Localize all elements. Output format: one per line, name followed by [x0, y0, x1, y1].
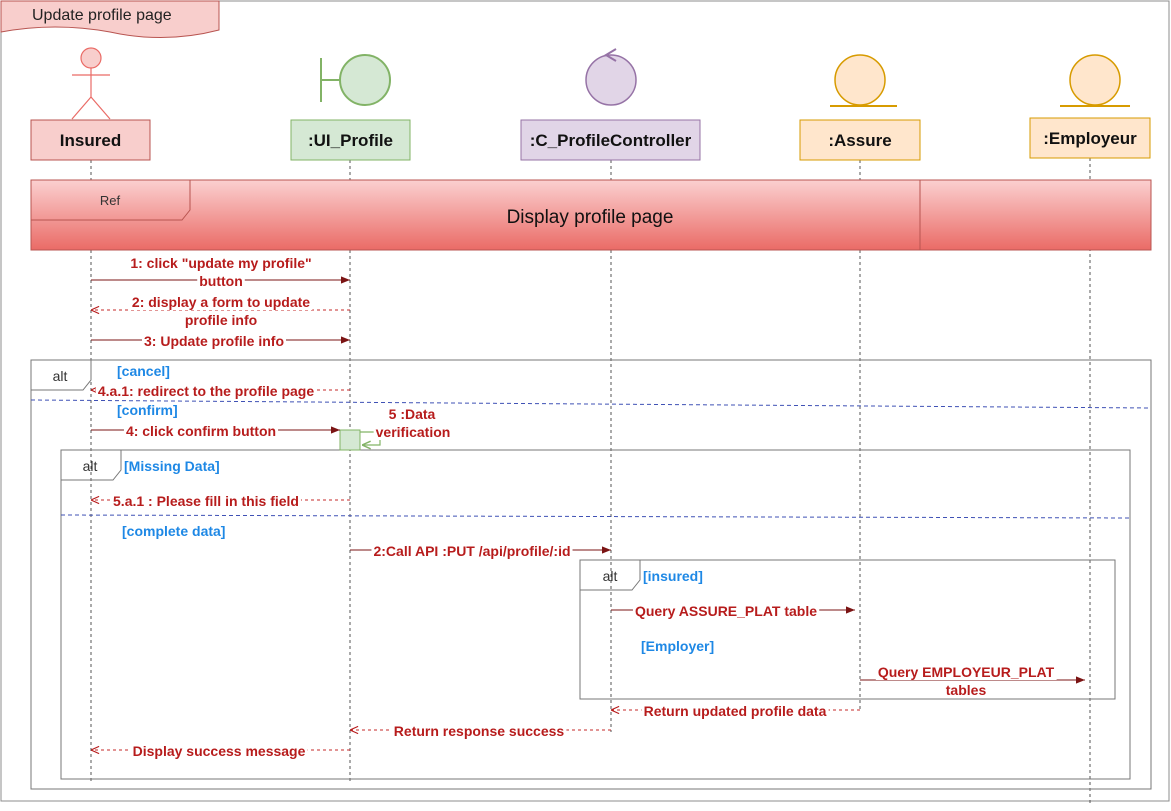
alt-label: alt	[83, 458, 98, 474]
control-icon	[585, 48, 637, 106]
message-label-bg	[123, 423, 279, 439]
message-m4a1: 4.a.1: redirect to the profile page	[91, 383, 350, 399]
alt-divider	[30, 399, 1152, 409]
message-m1: 1: click "update my profile" button	[91, 255, 350, 289]
message-mret1: Return updated profile data	[611, 703, 860, 719]
guard-employer: [Employer]	[641, 638, 714, 654]
message-label-bg	[197, 273, 245, 289]
message-label: Return response success	[394, 723, 565, 739]
participant-controller: :C_ProfileController	[520, 119, 701, 161]
guard-insured: [insured]	[643, 568, 703, 584]
guard-missing-data: [Missing Data]	[124, 458, 220, 474]
participant-label: :UI_Profile	[308, 131, 393, 150]
message-label: Display success message	[133, 743, 306, 759]
message-label-bg	[182, 312, 260, 328]
message-label-bg	[875, 664, 1057, 680]
alt-label: alt	[53, 368, 68, 384]
message-label-bg	[371, 543, 573, 559]
participant-assure: :Assure	[799, 119, 921, 161]
lifelines	[90, 158, 1091, 805]
alt-frame-inner: alt	[60, 449, 1131, 780]
message-label: 2: display a form to update	[132, 294, 310, 310]
boundary-icon	[320, 54, 391, 106]
message-mret3: Display success message	[91, 743, 350, 759]
participant-employeur: :Employeur	[1029, 117, 1151, 159]
message-mapi: 2:Call API :PUT /api/profile/:id	[350, 543, 611, 559]
entity-icon-employeur	[1060, 54, 1130, 107]
message-label: button	[199, 273, 243, 289]
message-label-bg	[128, 255, 314, 271]
message-m5a1: 5.a.1 : Please fill in this field	[91, 493, 350, 509]
diagram-title: Update profile page	[32, 7, 172, 24]
alt-divider	[60, 514, 1131, 519]
message-label: Query ASSURE_PLAT table	[635, 603, 817, 619]
message-label: 4.a.1: redirect to the profile page	[98, 383, 314, 399]
participant-label: :Employeur	[1043, 129, 1137, 148]
alt-frame-outer: alt	[30, 359, 1152, 790]
participant-label: Insured	[60, 131, 121, 150]
message-label: 4: click confirm button	[126, 423, 276, 439]
activation-box	[339, 429, 361, 451]
message-mret2: Return response success	[350, 723, 611, 739]
message-label: verification	[376, 424, 451, 440]
message-label-bg	[641, 703, 829, 719]
message-label-bg	[386, 406, 438, 422]
guard-confirm: [confirm]	[117, 402, 178, 418]
message-label-bg	[943, 682, 989, 698]
guard-complete-data: [complete data]	[122, 523, 225, 539]
message-label: profile info	[185, 312, 257, 328]
ref-tag: Ref	[100, 193, 121, 208]
entity-icon-assure	[830, 54, 897, 107]
guard-cancel: [cancel]	[117, 363, 170, 379]
message-label: Return updated profile data	[644, 703, 827, 719]
ref-frame: Ref Display profile page	[30, 179, 1152, 251]
message-label-bg	[111, 493, 301, 509]
message-m3: 3: Update profile info	[91, 333, 350, 349]
message-label: 1: click "update my profile"	[130, 255, 311, 271]
message-label: tables	[946, 682, 987, 698]
message-label: Query EMPLOYEUR_PLAT	[878, 664, 1055, 680]
message-label: 5.a.1 : Please fill in this field	[113, 493, 299, 509]
participant-label: :C_ProfileController	[530, 131, 692, 150]
ref-text: Display profile page	[507, 207, 674, 228]
message-mq1: Query ASSURE_PLAT table	[611, 603, 855, 619]
message-label: 5 :Data	[389, 406, 436, 422]
message-label-bg	[373, 424, 453, 440]
participant-label: :Assure	[828, 131, 891, 150]
message-label: 2:Call API :PUT /api/profile/:id	[373, 543, 570, 559]
alt-label: alt	[603, 568, 618, 584]
message-m4: 4: click confirm button	[91, 423, 340, 439]
message-label-bg	[95, 383, 317, 399]
message-label-bg	[632, 603, 820, 619]
message-label-bg	[391, 723, 567, 739]
message-label-bg	[129, 294, 313, 310]
messages: 1: click "update my profile" button 2: dis…	[91, 255, 1085, 759]
actor-icon	[71, 47, 111, 120]
diagram-title-tag: Update profile page	[0, 0, 220, 39]
message-m2: 2: display a form to update profile info	[91, 294, 350, 328]
alt-frame-api: alt	[579, 559, 1116, 700]
message-m5: 5 :Data verification	[360, 406, 453, 445]
message-label: 3: Update profile info	[144, 333, 284, 349]
participant-ui-profile: :UI_Profile	[290, 119, 411, 161]
message-label-bg	[130, 743, 308, 759]
participant-insured: Insured	[30, 119, 151, 161]
message-label-bg	[142, 333, 286, 349]
